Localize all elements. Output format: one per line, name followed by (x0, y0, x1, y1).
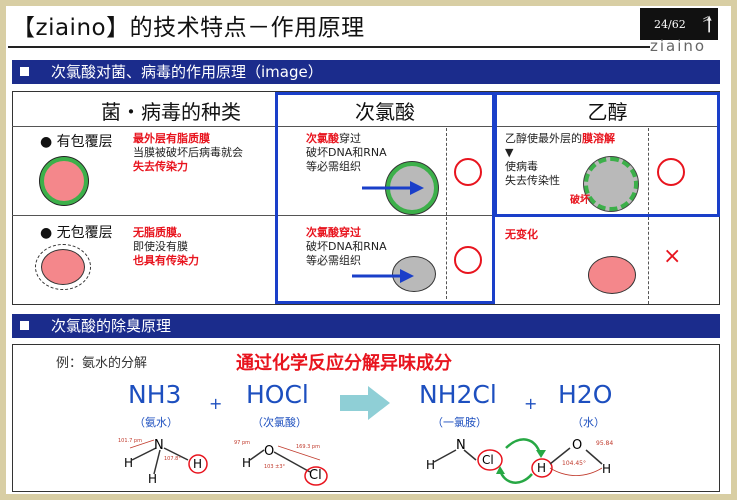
row-label-non-enveloped: ● 无包覆层 (40, 225, 113, 241)
atom-h: H (124, 456, 134, 470)
atom-h: H (242, 456, 252, 470)
name-hocl: （次氯酸） (252, 416, 307, 429)
atom-h: H (148, 472, 158, 486)
non-enveloped-description: 无脂质膜。 即使没有膜 也具有传染力 (133, 226, 199, 267)
row-label-enveloped: ● 有包覆层 (40, 134, 113, 150)
table-row-rule (12, 215, 720, 216)
atom-cl: Cl (482, 453, 494, 467)
bond-length-label: 95.84 (596, 440, 614, 447)
hocl-bonds-icon (249, 445, 328, 486)
table-header-rule (12, 126, 720, 127)
molecule-products: N H Cl H O H 95.84 104.45° (420, 434, 620, 490)
molecule-nh3: N H H H 101.7 pm 107.8° (116, 434, 212, 486)
name-nh2cl: （一氯胺） (432, 416, 487, 429)
membrane-broken-label: 破坏 (570, 195, 590, 206)
col-header-type: 菌・病毒的种类 (101, 100, 241, 124)
hocl-enveloped-text: 次氯酸穿过 破坏DNA和RNA 等必需组织 (306, 132, 387, 173)
col-header-ethanol: 乙醇 (587, 100, 628, 124)
penetration-arrow-icon (352, 269, 414, 283)
bullet-square-icon (20, 321, 29, 330)
hocl-result-divider (446, 128, 447, 304)
col-header-hocl: 次氯酸 (355, 100, 415, 124)
page-number-badge: 24/62 (640, 8, 718, 40)
non-enveloped-virus-icon (41, 249, 85, 285)
brand-logo: ziaino (650, 37, 707, 55)
bond-angle-label: 107.8° (164, 456, 181, 462)
example-label: 例：氨水的分解 (56, 356, 148, 371)
bullet-square-icon (20, 67, 29, 76)
ethanol-non-enveloped-text: 无变化 (505, 228, 538, 241)
atom-n: N (154, 438, 164, 453)
bond-angle-label: 103 ±3° (264, 464, 286, 470)
hocl-non-enveloped-virus-icon (392, 256, 436, 292)
formula-nh2cl: NH2Cl (419, 380, 497, 409)
enveloped-virus-icon (40, 157, 88, 205)
penetration-arrow-icon (362, 181, 424, 195)
bond-length-label: 101.7 pm (118, 438, 142, 444)
name-nh3: （氨水） (134, 416, 178, 429)
formula-nh3: NH3 (128, 380, 182, 409)
atom-cl: Cl (309, 468, 322, 483)
ethanol-non-enveloped-virus-icon (588, 256, 636, 294)
page-number: 24/62 (654, 17, 686, 31)
ethanol-non-enveloped-ineffective-icon: × (663, 244, 682, 269)
section-bar-deodorizing: 次氯酸的除臭原理 (12, 314, 720, 338)
atom-o: O (572, 438, 583, 453)
page-title: 【ziaino】的技术特点－作用原理 (12, 15, 365, 41)
deodorizing-headline: 通过化学反应分解异味成分 (236, 353, 452, 374)
reaction-arrow-icon (340, 386, 390, 420)
formula-h2o: H2O (558, 380, 613, 409)
hocl-non-enveloped-text: 次氯酸穿过 破坏DNA和RNA 等必需组织 (306, 226, 387, 267)
ethanol-enveloped-text: 乙醇使最外层的膜溶解 ▼ 使病毒 失去传染性 (505, 132, 615, 187)
products-bonds-icon (433, 438, 603, 484)
atom-h: H (426, 458, 436, 472)
atom-o: O (264, 444, 275, 459)
bond-length-label: 169.3 pm (296, 444, 320, 450)
ethanol-highlight-frame (494, 92, 720, 217)
atom-h: H (537, 461, 547, 475)
non-enveloped-outline (35, 244, 91, 290)
bond-angle-label: 104.45° (562, 460, 586, 467)
molecule-hocl: H O Cl 97 pm 169.3 pm 103 ±3° (234, 438, 334, 488)
section-bar-mechanism: 次氯酸对菌、病毒的作用原理（image） (12, 60, 720, 84)
ethanol-enveloped-effective-icon (657, 158, 685, 186)
bond-length-label: 97 pm (234, 440, 250, 446)
section-title: 次氯酸的除臭原理 (51, 317, 172, 335)
title-rule (8, 46, 650, 48)
torch-icon (702, 15, 712, 33)
plus-sign: + (209, 394, 223, 413)
atom-n: N (456, 438, 466, 453)
enveloped-description: 最外层有脂质膜 当膜被破坏后病毒就会 失去传染力 (133, 132, 243, 173)
formula-hocl: HOCl (246, 380, 309, 409)
section-title: 次氯酸对菌、病毒的作用原理（image） (51, 63, 323, 81)
atom-h: H (602, 462, 612, 476)
deodorizing-panel (12, 344, 720, 492)
nh3-bonds-icon (129, 439, 208, 475)
ethanol-enveloped-virus-icon (584, 157, 638, 211)
hocl-non-enveloped-effective-icon (454, 246, 482, 274)
atom-h: H (193, 457, 203, 471)
plus-sign: + (524, 394, 538, 413)
hocl-enveloped-effective-icon (454, 158, 482, 186)
hocl-highlight-frame (275, 92, 495, 304)
name-h2o: （水） (572, 416, 605, 429)
